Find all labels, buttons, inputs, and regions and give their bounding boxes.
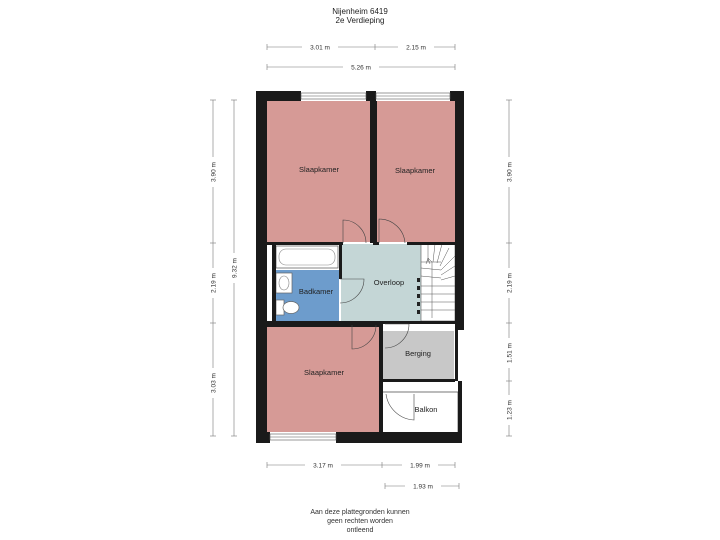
sink-icon xyxy=(275,272,293,294)
dim-top-a: 3.01 m xyxy=(310,45,330,52)
room-overloop xyxy=(341,244,421,321)
disclaimer-line-3: ontleend xyxy=(346,527,374,534)
dim-bottom-a: 3.17 m xyxy=(313,463,333,470)
dim-left-b: 2.19 m xyxy=(211,273,218,293)
bathtub-icon xyxy=(275,245,339,269)
dim-left-a: 3.90 m xyxy=(211,162,218,182)
disclaimer-line-1: Aan deze plattegronden kunnen xyxy=(310,509,410,516)
room-label-berging: Berging xyxy=(405,349,431,358)
dim-right-b: 2.19 m xyxy=(507,273,514,293)
page-title: Nijenheim 6419 xyxy=(332,7,388,16)
toilet-icon xyxy=(275,299,300,316)
walls xyxy=(256,91,464,443)
dimension-labels: 3.01 m 2.15 m 5.26 m 3.90 m 2.19 m 3.03 … xyxy=(209,43,514,491)
room-slaapkamer-1 xyxy=(267,101,370,242)
dim-top-b: 2.15 m xyxy=(406,45,426,52)
dim-left-total: 9.32 m xyxy=(232,258,239,278)
dim-right-c: 1.51 m xyxy=(507,343,514,363)
room-label-overloop: Overloop xyxy=(374,278,404,287)
doors xyxy=(339,218,415,421)
dim-top-total: 5.26 m xyxy=(351,65,371,72)
room-label-badkamer: Badkamer xyxy=(299,287,334,296)
windows xyxy=(269,92,451,441)
room-slaapkamer-2 xyxy=(377,101,455,242)
room-label-slaapkamer-1: Slaapkamer xyxy=(299,165,340,174)
dim-right-a: 3.90 m xyxy=(507,162,514,182)
room-label-slaapkamer-3: Slaapkamer xyxy=(304,368,345,377)
staircase-icon xyxy=(417,243,456,322)
disclaimer-line-2: geen rechten worden xyxy=(327,518,393,525)
room-label-slaapkamer-2: Slaapkamer xyxy=(395,166,436,175)
room-label-balkon: Balkon xyxy=(415,405,438,414)
page-subtitle: 2e Verdieping xyxy=(335,16,385,25)
room-berging xyxy=(383,331,454,379)
dim-left-c: 3.03 m xyxy=(211,373,218,393)
dim-bottom-b: 1.99 m xyxy=(410,463,430,470)
dim-bottom-c: 1.93 m xyxy=(413,484,433,491)
dim-right-d: 1.23 m xyxy=(507,400,514,420)
room-slaapkamer-3 xyxy=(267,327,379,432)
